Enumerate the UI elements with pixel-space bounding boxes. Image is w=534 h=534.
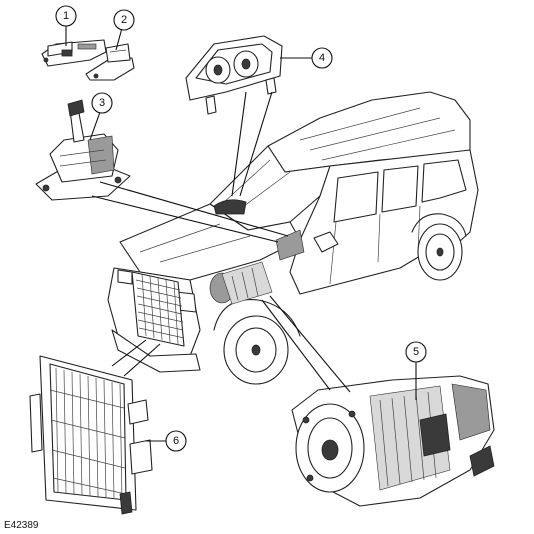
callout-6: 6 [165, 430, 187, 452]
svg-text:2: 2 [121, 14, 127, 26]
rear-wheel [411, 213, 467, 281]
leader-lines [65, 26, 417, 442]
callout-3: 3 [91, 92, 113, 114]
svg-text:5: 5 [413, 346, 419, 358]
component-1-module [41, 39, 107, 67]
component-2-bracket [85, 43, 135, 81]
component-4-instrument-cluster [185, 35, 283, 115]
callout-5: 5 [405, 341, 427, 363]
svg-text:1: 1 [63, 10, 69, 22]
svg-text:6: 6 [173, 435, 179, 447]
vehicle-transmission-visible [209, 261, 273, 305]
callout-2: 2 [113, 9, 135, 31]
front-wheel [213, 299, 301, 385]
vehicle-illustration [107, 91, 479, 385]
component-5-transmission [291, 375, 495, 507]
svg-text:3: 3 [99, 97, 105, 109]
vehicle-radiator-visible [131, 271, 185, 347]
callout-4: 4 [311, 47, 333, 69]
callout-1: 1 [55, 5, 77, 27]
vehicle-selector-visible [275, 229, 305, 261]
figure-reference: E42389 [4, 520, 39, 531]
component-6-radiator [29, 355, 153, 515]
component-3-gear-selector [35, 99, 131, 201]
svg-text:4: 4 [319, 52, 325, 64]
